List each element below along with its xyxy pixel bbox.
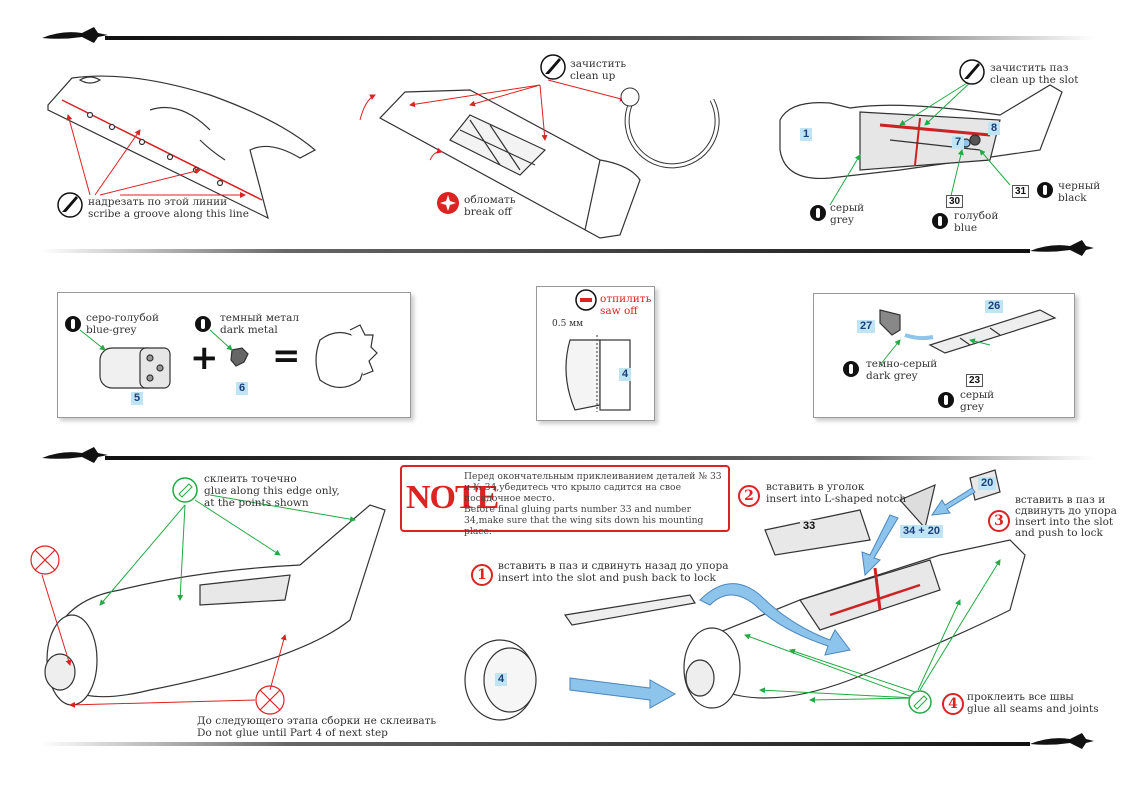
step3-label-ru1: вставить в паз и	[1015, 494, 1106, 506]
divider-middle	[40, 240, 1094, 256]
cleanslot-label-ru: зачистить паз	[990, 62, 1069, 74]
fuselage-half-left	[47, 75, 317, 220]
sawoff-label-ru: отпилить	[600, 293, 652, 305]
black-label-ru: черный	[1058, 180, 1101, 192]
equals-sign: =	[272, 336, 301, 376]
part-8: 8	[988, 122, 1001, 135]
cowl-box	[536, 286, 655, 421]
part-6: 6	[236, 382, 249, 395]
divider-bottom	[40, 733, 1094, 749]
grey2-label-ru: серый	[960, 389, 995, 401]
part-27: 27	[857, 320, 876, 333]
blue-label-en: blue	[954, 222, 978, 234]
step3-label-en2: and push to lock	[1015, 527, 1103, 539]
scribe-label-en: scribe a groove along this line	[88, 208, 249, 220]
part-30: 30	[946, 195, 964, 208]
noglue-label-en: Do not glue until Part 4 of next step	[197, 727, 388, 739]
darkgrey-label-en: dark grey	[866, 370, 918, 382]
paint-darkgrey-icon	[843, 361, 859, 377]
knife-icon	[57, 192, 83, 218]
blue-insert-arrows	[569, 487, 976, 709]
divider-top	[42, 27, 1095, 43]
part-1: 1	[800, 128, 813, 141]
blue-label-ru: голубой	[954, 210, 999, 222]
paint-bluegrey-icon	[65, 316, 81, 332]
part-20: 20	[978, 477, 997, 490]
step4-label-ru: проклеить все швы	[967, 691, 1074, 703]
paint-darkmetal-icon	[195, 316, 211, 332]
part-23: 23	[966, 374, 984, 387]
divider-lower	[42, 447, 1095, 463]
glue-icon	[172, 477, 198, 503]
break-off-icon	[437, 192, 459, 214]
breakoff-label-en: break off	[464, 206, 512, 218]
step1-label-ru: вставить в паз и сдвинуть назад до упора	[498, 560, 729, 572]
part-31: 31	[1012, 185, 1030, 198]
note-text: Перед окончательным приклеиванием детале…	[464, 471, 726, 537]
sawoff-label-en: saw off	[600, 305, 638, 317]
note-word: NOTE	[406, 479, 499, 516]
part-4-ring: 4	[495, 673, 508, 686]
step3-label-ru2: сдвинуть до упора	[1015, 505, 1117, 517]
ring-part	[624, 98, 720, 169]
step-number-2: 2	[738, 485, 760, 507]
step-number-3: 3	[988, 510, 1010, 532]
darkmetal-label-ru: темный метал	[220, 312, 300, 324]
part-5: 5	[131, 392, 144, 405]
part-33: 33	[800, 520, 819, 533]
breakoff-label-ru: обломать	[464, 194, 516, 206]
step-number-4: 4	[942, 693, 964, 715]
saw-icon	[575, 289, 597, 311]
darkgrey-label-ru: темно-серый	[866, 358, 938, 370]
cockpit-part	[379, 89, 641, 239]
part-26: 26	[985, 300, 1004, 313]
paint-black-icon	[1037, 182, 1053, 198]
fuselage-assembled	[44, 504, 386, 706]
black-label-en: black	[1058, 192, 1087, 204]
step3-label-en1: insert into the slot	[1015, 516, 1114, 528]
note-box: NOTE Перед окончательным приклеиванием д…	[400, 465, 730, 537]
seat-box	[813, 293, 1075, 418]
noglue-label-ru: До следующего этапа сборки не склеивать	[197, 715, 437, 727]
gluepoints-label-en2: at the points shown	[204, 497, 309, 509]
seat-parts	[879, 309, 1057, 354]
cleanup-label-en: clean up	[570, 70, 616, 82]
paint-grey-icon	[810, 205, 826, 221]
no-glue-icon	[30, 545, 285, 715]
paint-grey2-icon	[938, 392, 954, 408]
step2-label-en: insert into L-shaped notch	[766, 493, 907, 505]
grey-label-ru: серый	[830, 202, 865, 214]
plus-sign: +	[190, 338, 219, 378]
step-number-1: 1	[471, 564, 493, 586]
bluegrey-label-ru: серо-голубой	[86, 312, 159, 324]
note-text-en: Before final gluing parts number 33 and …	[464, 504, 704, 537]
part-4-cowl: 4	[619, 368, 632, 381]
fuselage-painted	[779, 84, 1063, 180]
paint-blue-icon	[932, 213, 948, 229]
knife-icon-2	[540, 54, 566, 80]
engine-box	[57, 292, 411, 418]
glue-icon-2	[908, 690, 932, 714]
bluegrey-label-en: blue-grey	[86, 324, 137, 336]
step1-label-en: insert into the slot and push back to lo…	[498, 572, 716, 584]
step4-label-en: glue all seams and joints	[967, 703, 1099, 715]
part-7: 7	[952, 136, 965, 149]
gluepoints-label-ru: склеить точечно	[204, 473, 297, 485]
grey-label-en: grey	[830, 214, 854, 226]
cleanslot-label-en: clean up the slot	[990, 74, 1079, 86]
saw-dimension: 0.5 мм	[552, 319, 584, 329]
knife-icon-3	[959, 59, 985, 85]
grey2-label-en: grey	[960, 401, 984, 413]
step2-label-ru: вставить в уголок	[766, 481, 865, 493]
engine-parts	[99, 324, 378, 389]
note-text-ru: Перед окончательным приклеиванием детале…	[464, 471, 722, 504]
gluepoints-label-en1: glue along this edge only,	[204, 485, 340, 497]
darkmetal-label-en: dark metal	[220, 324, 278, 336]
scribe-label-ru: надрезать по этой линии	[88, 196, 228, 208]
part-34-20: 34 + 20	[900, 525, 944, 538]
cleanup-label-ru: зачистить	[570, 58, 627, 70]
fuselage-wing-assembly	[464, 469, 1026, 721]
